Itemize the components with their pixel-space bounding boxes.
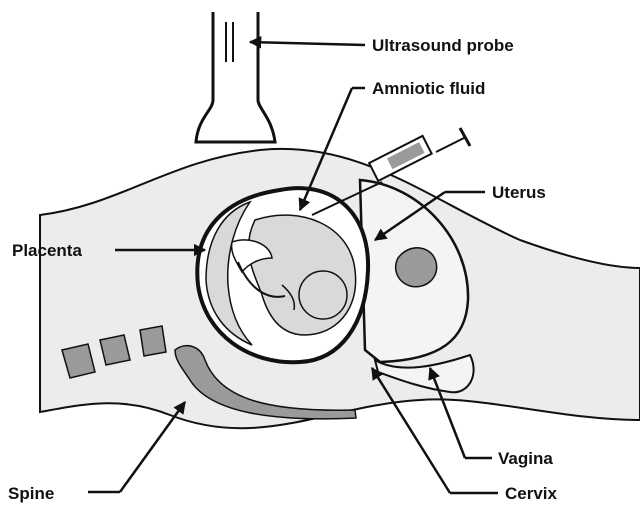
label-cervix: Cervix [505,484,558,503]
ultrasound-probe [196,12,275,142]
label-spine: Spine [8,484,54,503]
leader-ultrasound-probe [250,42,365,45]
label-uterus: Uterus [492,183,546,202]
label-vagina: Vagina [498,449,553,468]
leader-spine-2 [120,402,185,492]
label-ultrasound-probe: Ultrasound probe [372,36,514,55]
inner-organ [396,248,437,287]
label-amniotic-fluid: Amniotic fluid [372,79,485,98]
label-placenta: Placenta [12,241,82,260]
